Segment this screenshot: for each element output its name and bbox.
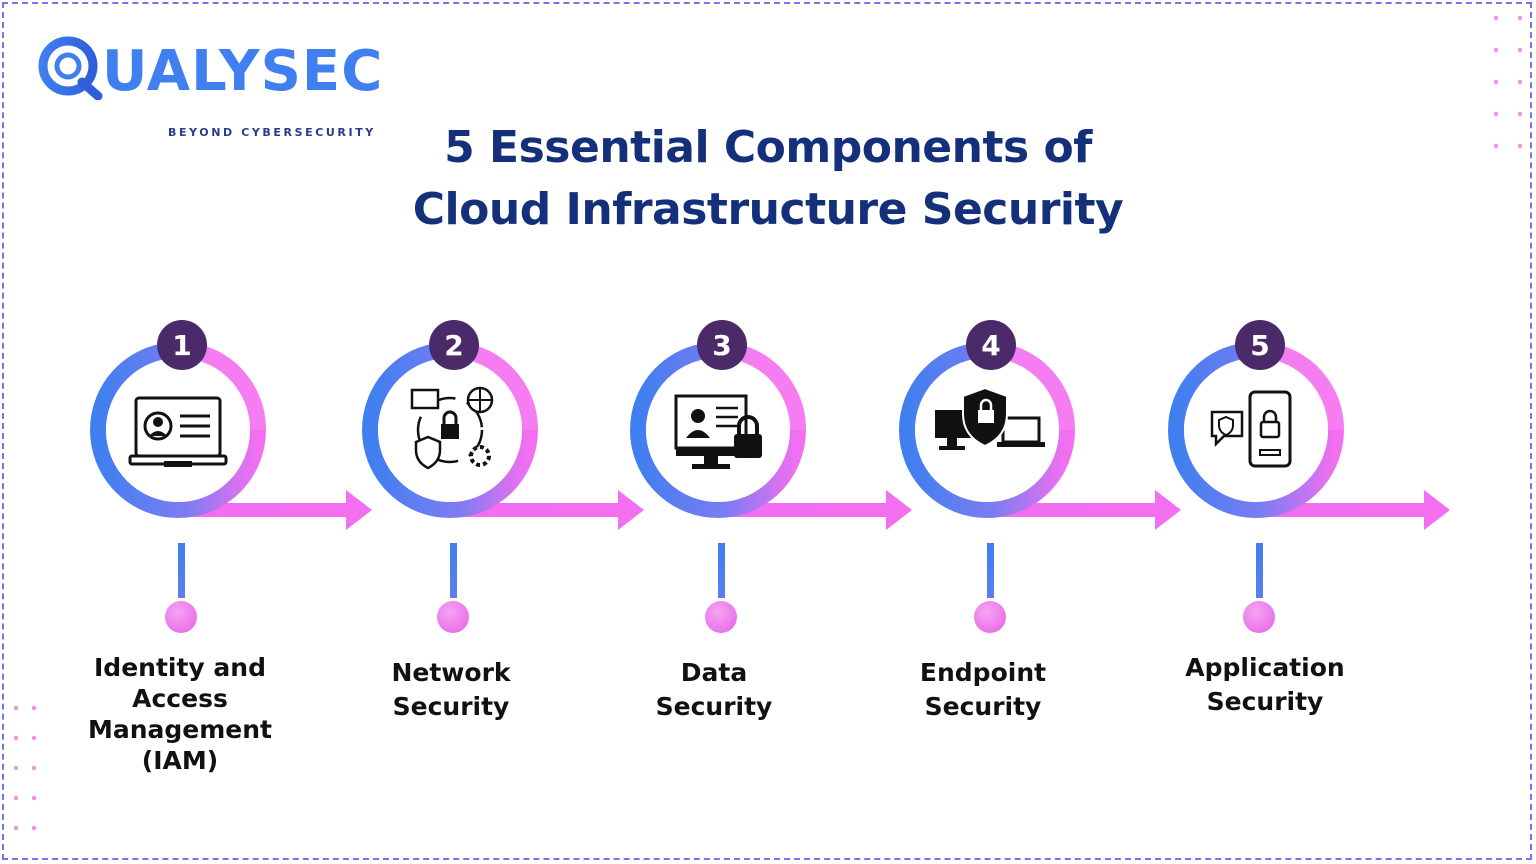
step-number-badge	[697, 320, 747, 370]
step-stem	[987, 543, 994, 598]
step-number: 5	[1250, 329, 1269, 362]
arrow-head	[886, 490, 912, 530]
step-number: 1	[172, 329, 191, 362]
step-1-label: Identity and Access Management (IAM)	[50, 652, 310, 776]
logo-wordmark: UALYSEC	[38, 36, 381, 100]
ring-arc-pink	[473, 346, 539, 431]
label-line: Data	[680, 658, 748, 687]
label-line: Network	[391, 658, 511, 687]
step-number-badge	[157, 320, 207, 370]
decorative-dots-bottom-left	[13, 705, 37, 831]
logo-text: UALYSEC	[102, 39, 381, 100]
ring-arc	[362, 342, 538, 518]
step-knob	[165, 601, 197, 633]
ring-arc-pink	[1010, 346, 1076, 431]
step-knob	[437, 601, 469, 633]
laptop-profile-icon	[128, 396, 228, 467]
step-knob	[974, 601, 1006, 633]
step-5-label: Application Security	[1135, 651, 1395, 719]
label-line: (IAM)	[141, 746, 219, 775]
arrow-head	[618, 490, 644, 530]
logo-tagline: BEYOND CYBERSECURITY	[168, 126, 376, 139]
label-line: Security	[392, 692, 510, 721]
step-stem	[718, 543, 725, 598]
phone-lock-icon	[1210, 390, 1292, 468]
ring-arc-pink	[741, 346, 807, 431]
step-4-label: Endpoint Security	[853, 656, 1113, 724]
step-3: 3	[630, 320, 912, 633]
ring-arc	[1168, 342, 1344, 518]
step-number: 3	[712, 329, 731, 362]
ring-arc-pink	[201, 346, 267, 431]
arrow-head	[346, 490, 372, 530]
step-number-badge	[429, 320, 479, 370]
page-title-line-2: Cloud Infrastructure Security	[412, 184, 1124, 235]
label-line: Security	[655, 692, 773, 721]
devices-shield-icon	[935, 386, 1045, 450]
monitor-lock-icon	[674, 394, 762, 469]
label-line: Access	[132, 684, 228, 713]
page-title-line-1: 5 Essential Components of	[444, 122, 1092, 173]
arrow-head	[1424, 490, 1450, 530]
decorative-dots-top-right	[1493, 15, 1523, 149]
step-number-badge	[966, 320, 1016, 370]
step-1: 1	[90, 320, 372, 633]
ring-arc	[90, 342, 266, 518]
step-number: 4	[981, 329, 1000, 362]
label-line: Management	[87, 715, 273, 744]
step-stem	[178, 543, 185, 598]
step-stem	[1256, 543, 1263, 598]
arrow-head	[1155, 490, 1181, 530]
label-line: Identity and	[94, 653, 266, 682]
step-2-label: Network Security	[321, 656, 581, 724]
qualysec-logo: UALYSEC BEYOND CYBERSECURITY	[36, 32, 381, 139]
step-knob	[1243, 601, 1275, 633]
step-5: 5	[1168, 320, 1450, 633]
label-line: Application	[1185, 653, 1345, 682]
step-number: 2	[444, 329, 463, 362]
ring-arc	[630, 342, 806, 518]
step-4: 4	[899, 320, 1181, 633]
step-number-badge	[1235, 320, 1285, 370]
ring-arc	[899, 342, 1075, 518]
step-knob	[705, 601, 737, 633]
step-3-label: Data Security	[584, 656, 844, 724]
step-2: 2	[362, 320, 644, 633]
label-line: Endpoint	[919, 658, 1047, 687]
ring-arc-pink	[1279, 346, 1345, 431]
label-line: Security	[924, 692, 1042, 721]
label-line: Security	[1206, 687, 1324, 716]
network-shield-icon	[410, 386, 494, 470]
step-stem	[450, 543, 457, 598]
